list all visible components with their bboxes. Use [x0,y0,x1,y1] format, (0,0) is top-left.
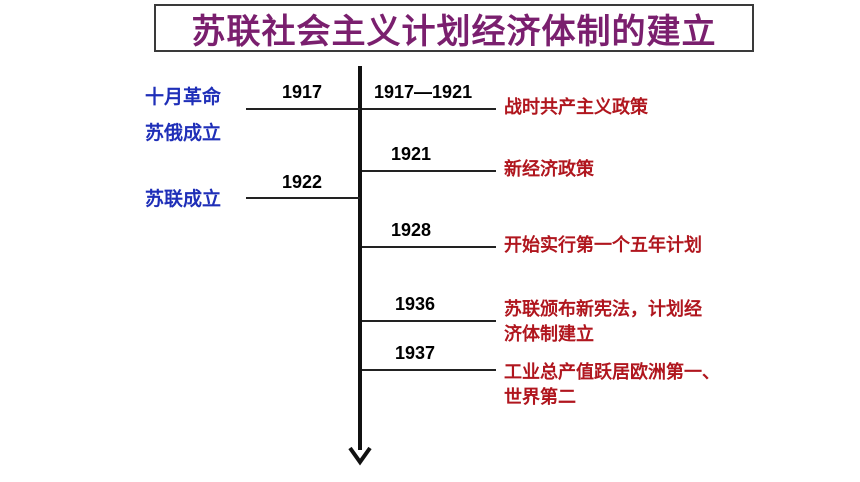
event-line: 工业总产值跃居欧洲第一、 [504,362,720,383]
event-industrial-output: 工业总产值跃居欧洲第一、 世界第二 [504,360,720,410]
left-event-soviet-russia: 苏俄成立 [145,122,222,144]
timeline-axis [358,66,362,450]
right-year-1917-1921: 1917—1921 [374,82,473,102]
left-year-1917: 1917 [282,82,323,102]
left-connector-1922 [246,197,360,199]
event-line: 新经济政策 [504,159,594,180]
event-line: 世界第二 [504,387,576,408]
event-line: 苏联颁布新宪法，计划经 [504,299,702,320]
right-connector-2 [362,170,496,172]
right-connector-1 [362,108,496,110]
right-year-1921: 1921 [391,144,432,164]
right-connector-5 [362,369,496,371]
right-year-1937: 1937 [395,343,436,363]
right-connector-3 [362,246,496,248]
event-new-constitution: 苏联颁布新宪法，计划经 济体制建立 [504,297,702,347]
event-war-communism: 战时共产主义政策 [504,95,648,120]
left-event-october-revolution: 十月革命 [145,86,222,108]
left-year-1922: 1922 [282,172,323,192]
page-title: 苏联社会主义计划经济体制的建立 [191,11,717,52]
right-year-1936: 1936 [395,294,436,314]
right-connector-4 [362,320,496,322]
event-line: 开始实行第一个五年计划 [504,235,702,256]
event-line: 济体制建立 [504,324,594,345]
event-line: 战时共产主义政策 [504,97,648,118]
right-year-1928: 1928 [391,220,432,240]
left-event-ussr: 苏联成立 [145,188,222,210]
event-new-economic-policy: 新经济政策 [504,157,594,182]
title-box: 苏联社会主义计划经济体制的建立 [154,4,754,52]
timeline-arrow-icon [348,446,372,466]
event-first-five-year-plan: 开始实行第一个五年计划 [504,233,702,258]
left-connector-1917 [246,108,360,110]
